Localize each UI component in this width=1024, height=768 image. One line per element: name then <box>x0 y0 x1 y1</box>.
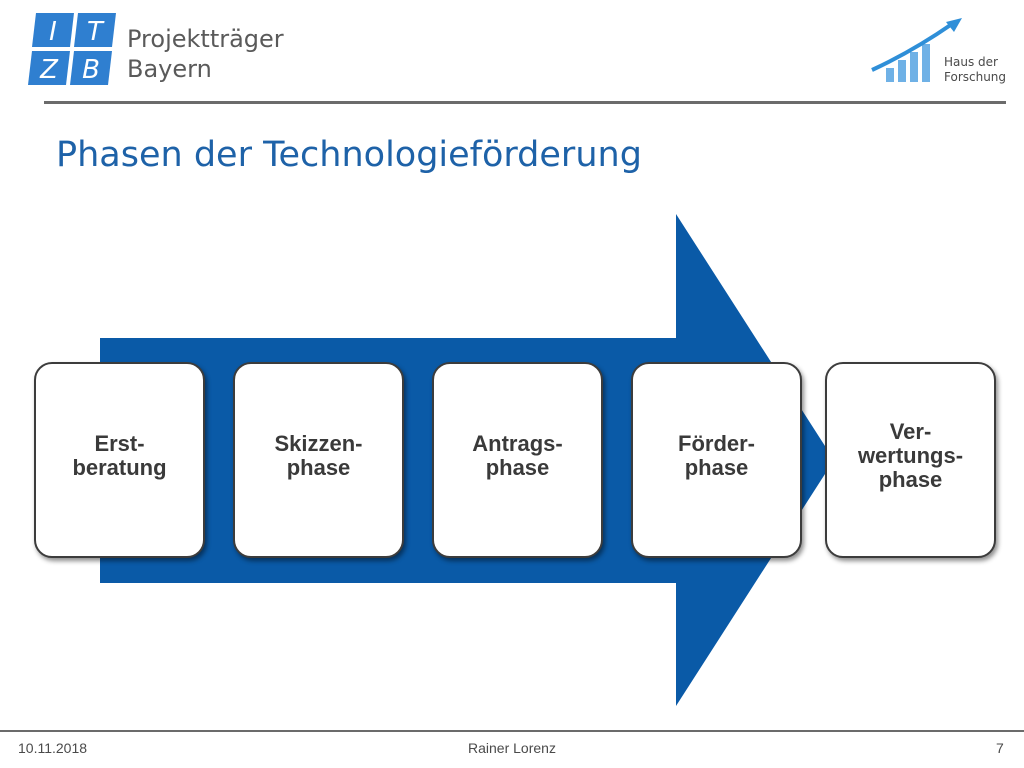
footer-date: 10.11.2018 <box>18 740 88 756</box>
phase-label: Antrags- phase <box>472 431 563 480</box>
phase-box-erstberatung: Erst- beratung <box>34 362 205 558</box>
phase-box-skizzenphase: Skizzen- phase <box>233 362 404 558</box>
phase-label: Ver- wertungs- phase <box>857 419 964 492</box>
logo-letter-z: Z <box>39 55 59 85</box>
phase-label: Skizzen- phase <box>274 431 363 480</box>
logo-letter-t: T <box>87 17 105 47</box>
page-title: Phasen der Technologieförderung <box>56 135 642 175</box>
organization-name-line1: Projektträger <box>127 25 284 53</box>
footer-divider <box>0 730 1024 732</box>
organization-name: Projektträger Bayern <box>127 24 284 84</box>
phase-label: Erst- beratung <box>72 431 167 480</box>
haus-der-forschung-logo: Haus der Forschung <box>871 18 1006 84</box>
phase-box-foerderphase: Förder- phase <box>631 362 802 558</box>
logo-letter-b: B <box>82 55 100 85</box>
organization-name-line2: Bayern <box>127 55 212 83</box>
phase-label: Förder- phase <box>678 431 755 480</box>
header-divider <box>44 101 1006 104</box>
partner-name-line1: Haus der <box>944 55 998 69</box>
partner-name-line2: Forschung <box>944 70 1006 84</box>
page-number: 7 <box>996 740 1004 756</box>
footer-author: Rainer Lorenz <box>468 740 556 756</box>
logo-letter-i: I <box>49 17 57 47</box>
phase-box-verwertungsphase: Ver- wertungs- phase <box>825 362 996 558</box>
phase-box-antragsphase: Antrags- phase <box>432 362 603 558</box>
itzb-logo: I T Z B <box>28 13 116 85</box>
